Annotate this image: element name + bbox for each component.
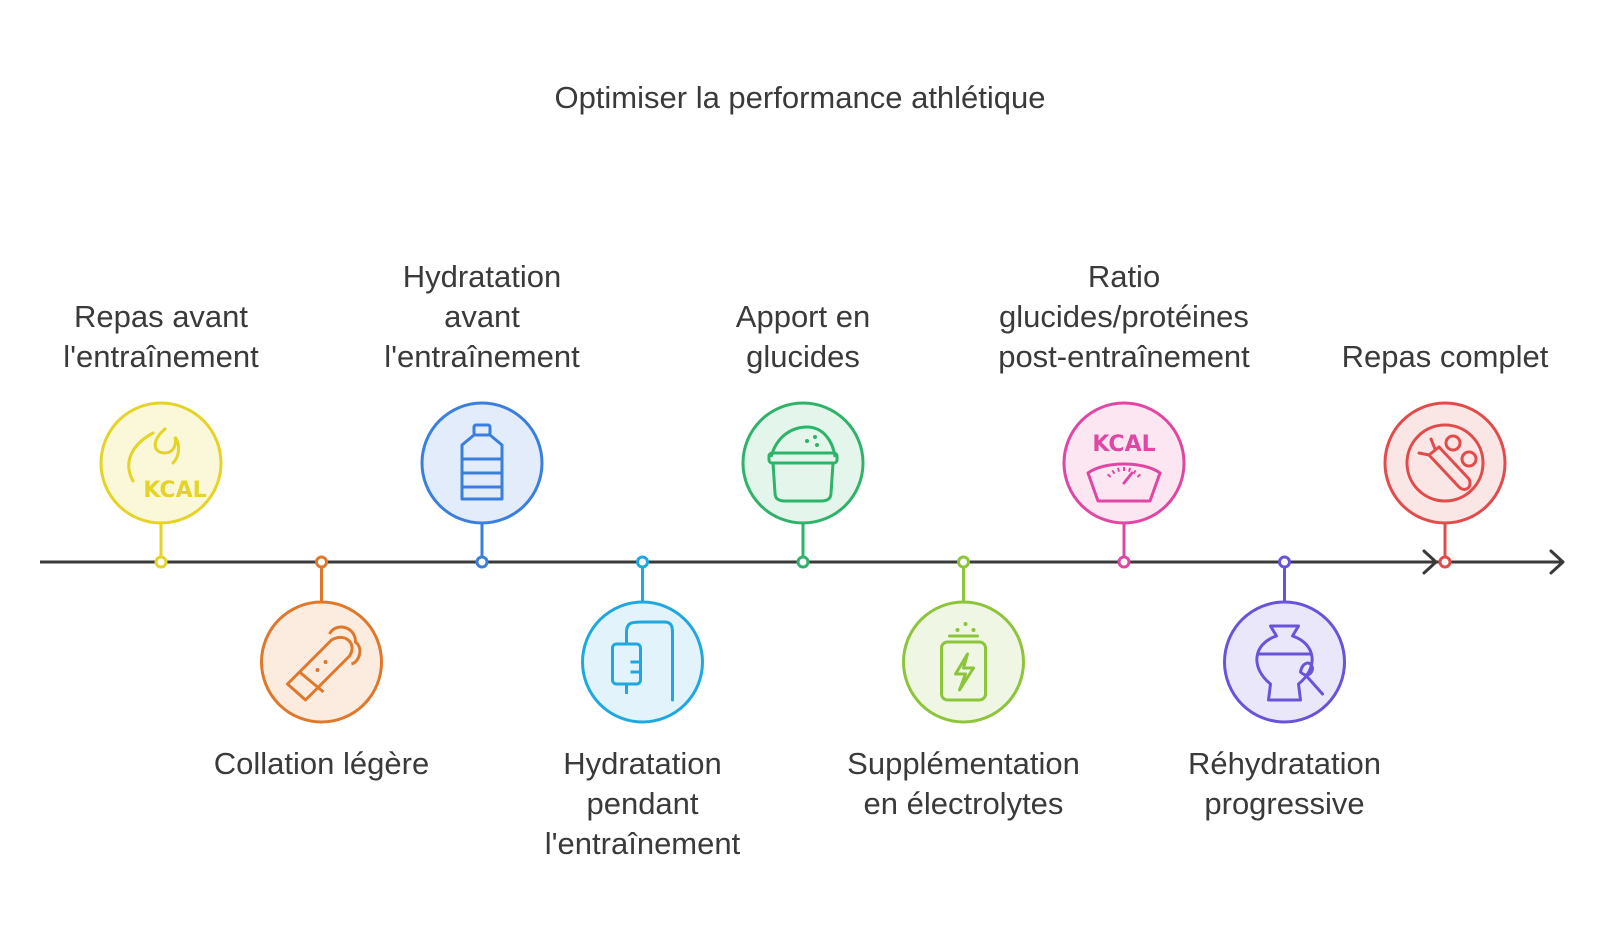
arrow-head-icon: [1549, 549, 1565, 575]
step-marker: [475, 555, 489, 569]
step-circle: [260, 600, 383, 724]
step-label: Hydratation avant l'entraînement: [384, 259, 580, 374]
kcal-scale-icon: KCAL: [1086, 432, 1162, 503]
step-label: Repas avant l'entraînement: [63, 299, 259, 374]
step-label: Hydratation pendant l'entraînement: [544, 746, 741, 861]
step-marker: [315, 555, 328, 569]
step-circle: [99, 401, 223, 525]
grain-sack-icon: [767, 425, 839, 503]
step-label: Réhydratation progressive: [1187, 746, 1381, 821]
timeline-step: [902, 555, 1025, 724]
step-marker: [636, 555, 649, 569]
energy-can-icon: [940, 622, 987, 702]
timeline-step: [581, 555, 704, 724]
step-marker: [1117, 555, 1131, 569]
timeline-step: KCAL: [99, 401, 223, 569]
step-label: Collation légère: [213, 746, 430, 781]
burrito-icon: [286, 625, 362, 702]
kcal-flame-icon: KCAL: [127, 427, 207, 503]
vase-brush-icon: [1255, 624, 1324, 702]
plate-carrot-icon: [1405, 423, 1485, 503]
svg-text:KCAL: KCAL: [1092, 432, 1155, 457]
step-circle: [1223, 600, 1346, 724]
diagram-title: Optimiser la performance athlétique: [554, 80, 1046, 115]
step-marker: [1438, 555, 1452, 569]
step-label: Supplémentation en électrolytes: [847, 746, 1080, 821]
timeline-step: KCAL: [1062, 401, 1186, 569]
step-label: Apport en glucides: [735, 299, 871, 374]
iv-drip-icon: [611, 620, 674, 702]
step-label: Ratio glucides/protéines post-entraîneme…: [998, 259, 1250, 374]
timeline-step: [1223, 555, 1346, 724]
step-marker: [1278, 555, 1291, 569]
step-marker: [154, 555, 168, 569]
timeline-step: [741, 401, 865, 569]
step-circle: [420, 401, 544, 525]
step-marker: [957, 555, 970, 569]
step-circle: [1383, 401, 1507, 525]
step-circle: [581, 600, 704, 724]
svg-text:KCAL: KCAL: [143, 478, 206, 503]
step-label: Repas complet: [1341, 339, 1549, 374]
arrow-chevron-icon: [1422, 549, 1438, 575]
timeline-step: [1383, 401, 1507, 569]
timeline-step: [260, 555, 383, 724]
timeline-step: [420, 401, 544, 569]
water-bottle-icon: [460, 423, 504, 501]
step-marker: [796, 555, 810, 569]
